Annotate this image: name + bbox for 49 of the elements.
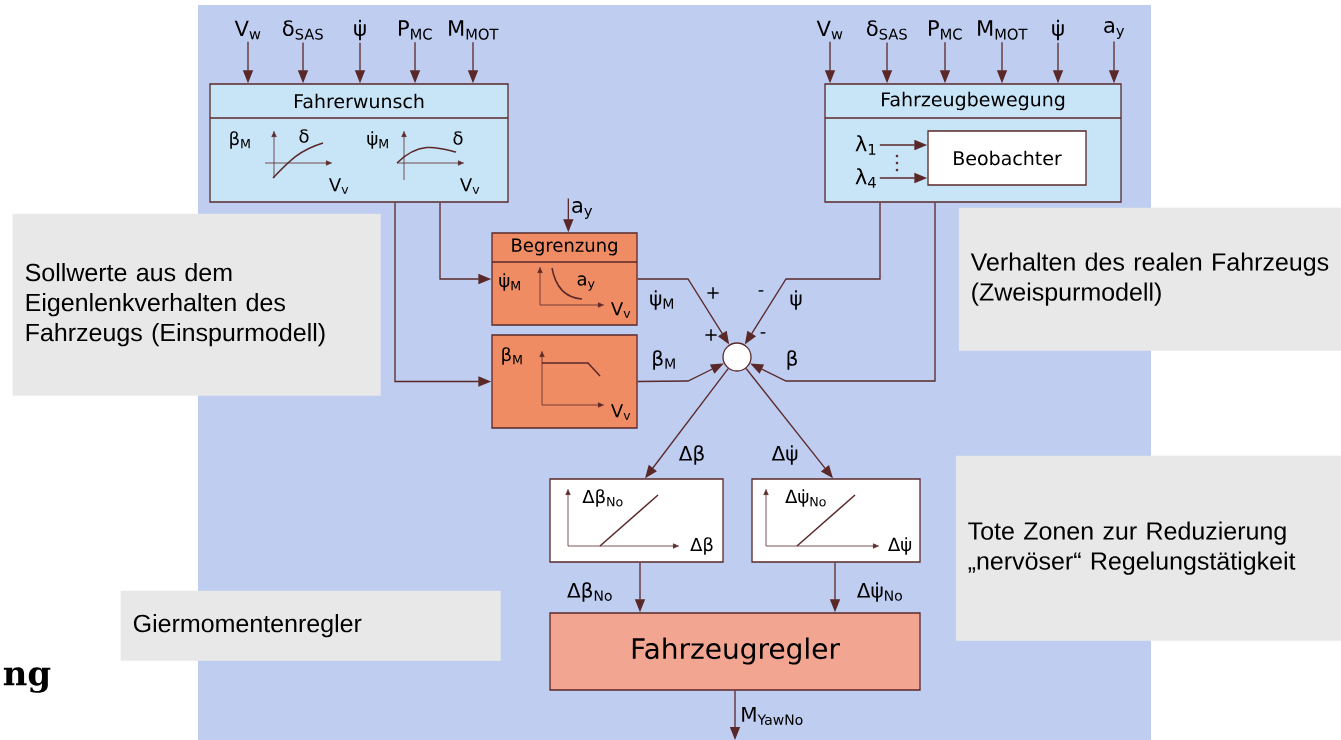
- signal-label: ψ̇: [354, 19, 366, 41]
- edge-label: M$_{YawNo}$: [739, 706, 805, 726]
- callout-box: Verhalten des realen Fahrzeugs (Zweispurmodell): [958, 207, 1341, 351]
- callout-box: Giermomentenregler: [120, 590, 501, 661]
- axis-label: V$_{v}$: [611, 302, 631, 318]
- signal-label: a$_{y}$: [1104, 21, 1125, 39]
- signal-label: λ$_{4}$: [855, 168, 876, 188]
- axis-label: a$_{y}$: [577, 275, 595, 291]
- axis-label: β$_{M}$: [502, 347, 522, 365]
- axis-label: Δβ: [690, 537, 713, 555]
- edge-label: ψ̇: [788, 289, 804, 311]
- axis-label: ψ̇$_{M}$: [367, 131, 388, 149]
- edge-label: ψ̇$_{M}$: [648, 289, 676, 311]
- edge-label: Δψ̇: [770, 444, 800, 466]
- edge-label: β$_{M}$: [650, 349, 678, 371]
- signal-label: P$_{MC}$: [929, 20, 962, 40]
- axis-label: V$_{v}$: [329, 178, 349, 194]
- axis-label: V$_{v}$: [460, 178, 480, 194]
- axis-label: Δψ̇$_{No}$: [785, 489, 826, 507]
- signal-label: ψ̇: [1052, 19, 1064, 41]
- observer-box: Beobachter: [927, 130, 1087, 186]
- axis-label: δ: [299, 129, 309, 143]
- signal-label: M$_{MOT}$: [449, 20, 499, 40]
- axis-label: ψ̇$_{M}$: [499, 273, 520, 291]
- signal-label: δ$_{SAS}$: [283, 20, 323, 40]
- sign-label: -: [760, 332, 766, 334]
- summing-junction: [722, 342, 752, 372]
- controller-block: Fahrzeugregler: [549, 612, 921, 691]
- axis-label: δ: [453, 131, 463, 145]
- edge-label: Δψ̇$_{No}$: [855, 581, 905, 603]
- sign-label: +: [707, 287, 719, 299]
- heading-fragment: ng: [3, 667, 51, 693]
- callout-box: Tote Zonen zur Reduzierung „nervöser“ Regelungstätigkeit: [955, 455, 1341, 641]
- axis-label: V$_{v}$: [611, 404, 631, 420]
- edge-label: Δβ: [677, 444, 707, 466]
- axis-label: β$_{M}$: [230, 131, 250, 149]
- signal-label: a$_{y}$: [572, 201, 593, 219]
- signal-label: δ$_{SAS}$: [867, 20, 907, 40]
- signal-label: V$_{w}$: [816, 20, 843, 40]
- axis-label: Δβ$_{No}$: [582, 489, 623, 507]
- signal-label: P$_{MC}$: [399, 20, 432, 40]
- signal-label: V$_{w}$: [234, 20, 261, 40]
- callout-box: Sollwerte aus dem Eigenlenkverhalten des Fahrzeugs (Einspurmodell): [12, 213, 381, 396]
- sign-label: +: [705, 329, 717, 341]
- signal-label: λ$_{1}$: [855, 135, 876, 155]
- sign-label: -: [758, 290, 764, 292]
- axis-label: Δψ̇: [888, 537, 912, 555]
- edge-label: Δβ$_{No}$: [566, 581, 614, 603]
- signal-label: M$_{MOT}$: [978, 20, 1028, 40]
